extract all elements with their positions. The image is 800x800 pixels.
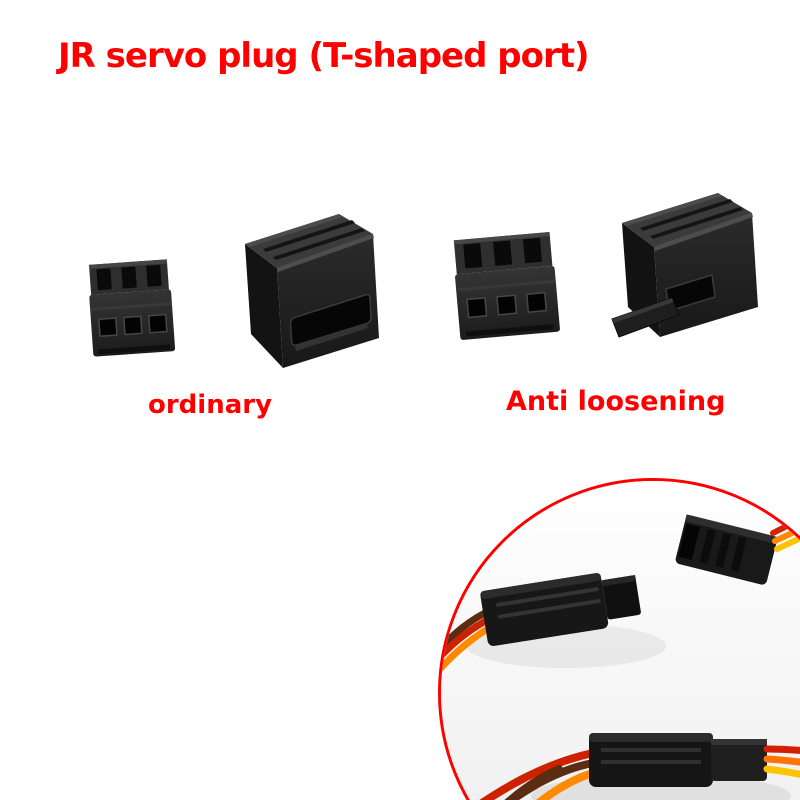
detail-photo [441, 481, 800, 800]
connector-antiloosening-plug [453, 232, 560, 340]
detail-photo-inset [438, 478, 800, 800]
inset-plug [480, 573, 641, 646]
inset-socket [675, 514, 778, 585]
socket-wires [770, 515, 800, 552]
connector-ordinary-plug [89, 259, 176, 357]
mated-pair-right-wires [763, 745, 800, 778]
connector-ordinary-housing [245, 214, 379, 368]
label-ordinary: ordinary [148, 390, 273, 420]
mated-pair-left-wires [479, 749, 597, 800]
inset-mated-pair [589, 733, 767, 787]
connector-antiloosening-housing [611, 193, 758, 338]
page-title: JR servo plug (T-shaped port) [58, 36, 590, 76]
label-anti-loosening: Anti loosening [506, 386, 726, 417]
